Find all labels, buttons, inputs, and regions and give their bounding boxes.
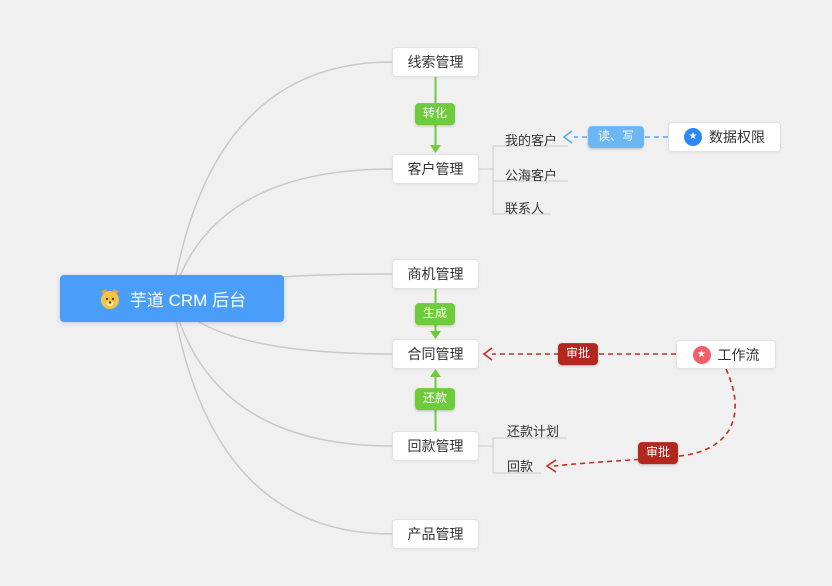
subnode-public-customers[interactable]: 公海客户 <box>505 168 558 183</box>
node-product-label: 产品管理 <box>407 526 464 542</box>
root-node-crm-backend[interactable]: 芋道 CRM 后台 <box>60 275 284 322</box>
badge-convert: 转化 <box>414 103 456 125</box>
badge-repay: 还款 <box>414 388 456 410</box>
badge-approve-receivable: 审批 <box>637 442 679 464</box>
node-clue-management[interactable]: 线索管理 <box>392 47 479 77</box>
node-customer-label: 客户管理 <box>407 161 464 177</box>
node-receivable-management[interactable]: 回款管理 <box>392 431 479 461</box>
subnode-my-customers[interactable]: 我的客户 <box>505 133 558 148</box>
edge-root-clue <box>171 61 393 299</box>
node-workflow-label: 工作流 <box>717 346 760 363</box>
node-data-permission[interactable]: ★ 数据权限 <box>668 122 781 152</box>
arrowhead-business-to-contract <box>430 331 441 339</box>
node-data-permission-label: 数据权限 <box>709 129 765 145</box>
node-receivable-label: 回款管理 <box>407 438 464 454</box>
star-icon: ★ <box>684 128 702 146</box>
arrowhead-workflow-to-repayment <box>545 459 557 473</box>
node-contract-management[interactable]: 合同管理 <box>392 339 479 369</box>
star-icon: ★ <box>692 345 711 364</box>
arrowhead-workflow-to-contract <box>482 347 493 361</box>
node-workflow[interactable]: ★ 工作流 <box>676 340 776 369</box>
node-clue-label: 线索管理 <box>407 54 464 70</box>
badge-generate: 生成 <box>414 303 456 325</box>
badge-read-write: 读、写 <box>587 126 645 148</box>
node-product-management[interactable]: 产品管理 <box>392 519 479 549</box>
node-business-management[interactable]: 商机管理 <box>392 259 479 289</box>
subnode-repayment-plan[interactable]: 还款计划 <box>507 424 560 439</box>
node-customer-management[interactable]: 客户管理 <box>392 154 479 184</box>
root-node-label: 芋道 CRM 后台 <box>129 291 247 310</box>
edge-root-product <box>171 297 393 535</box>
dog-icon <box>98 287 122 311</box>
node-contract-label: 合同管理 <box>407 346 464 362</box>
arrowhead-receivable-to-contract <box>430 369 441 377</box>
subnode-repayment[interactable]: 回款 <box>507 459 534 474</box>
arrowhead-clue-to-customer <box>430 145 441 153</box>
node-business-label: 商机管理 <box>407 266 464 282</box>
badge-approve-contract: 审批 <box>557 343 599 365</box>
arrowhead-permission-to-my-customer <box>562 130 573 144</box>
subnode-contacts[interactable]: 联系人 <box>505 201 545 216</box>
